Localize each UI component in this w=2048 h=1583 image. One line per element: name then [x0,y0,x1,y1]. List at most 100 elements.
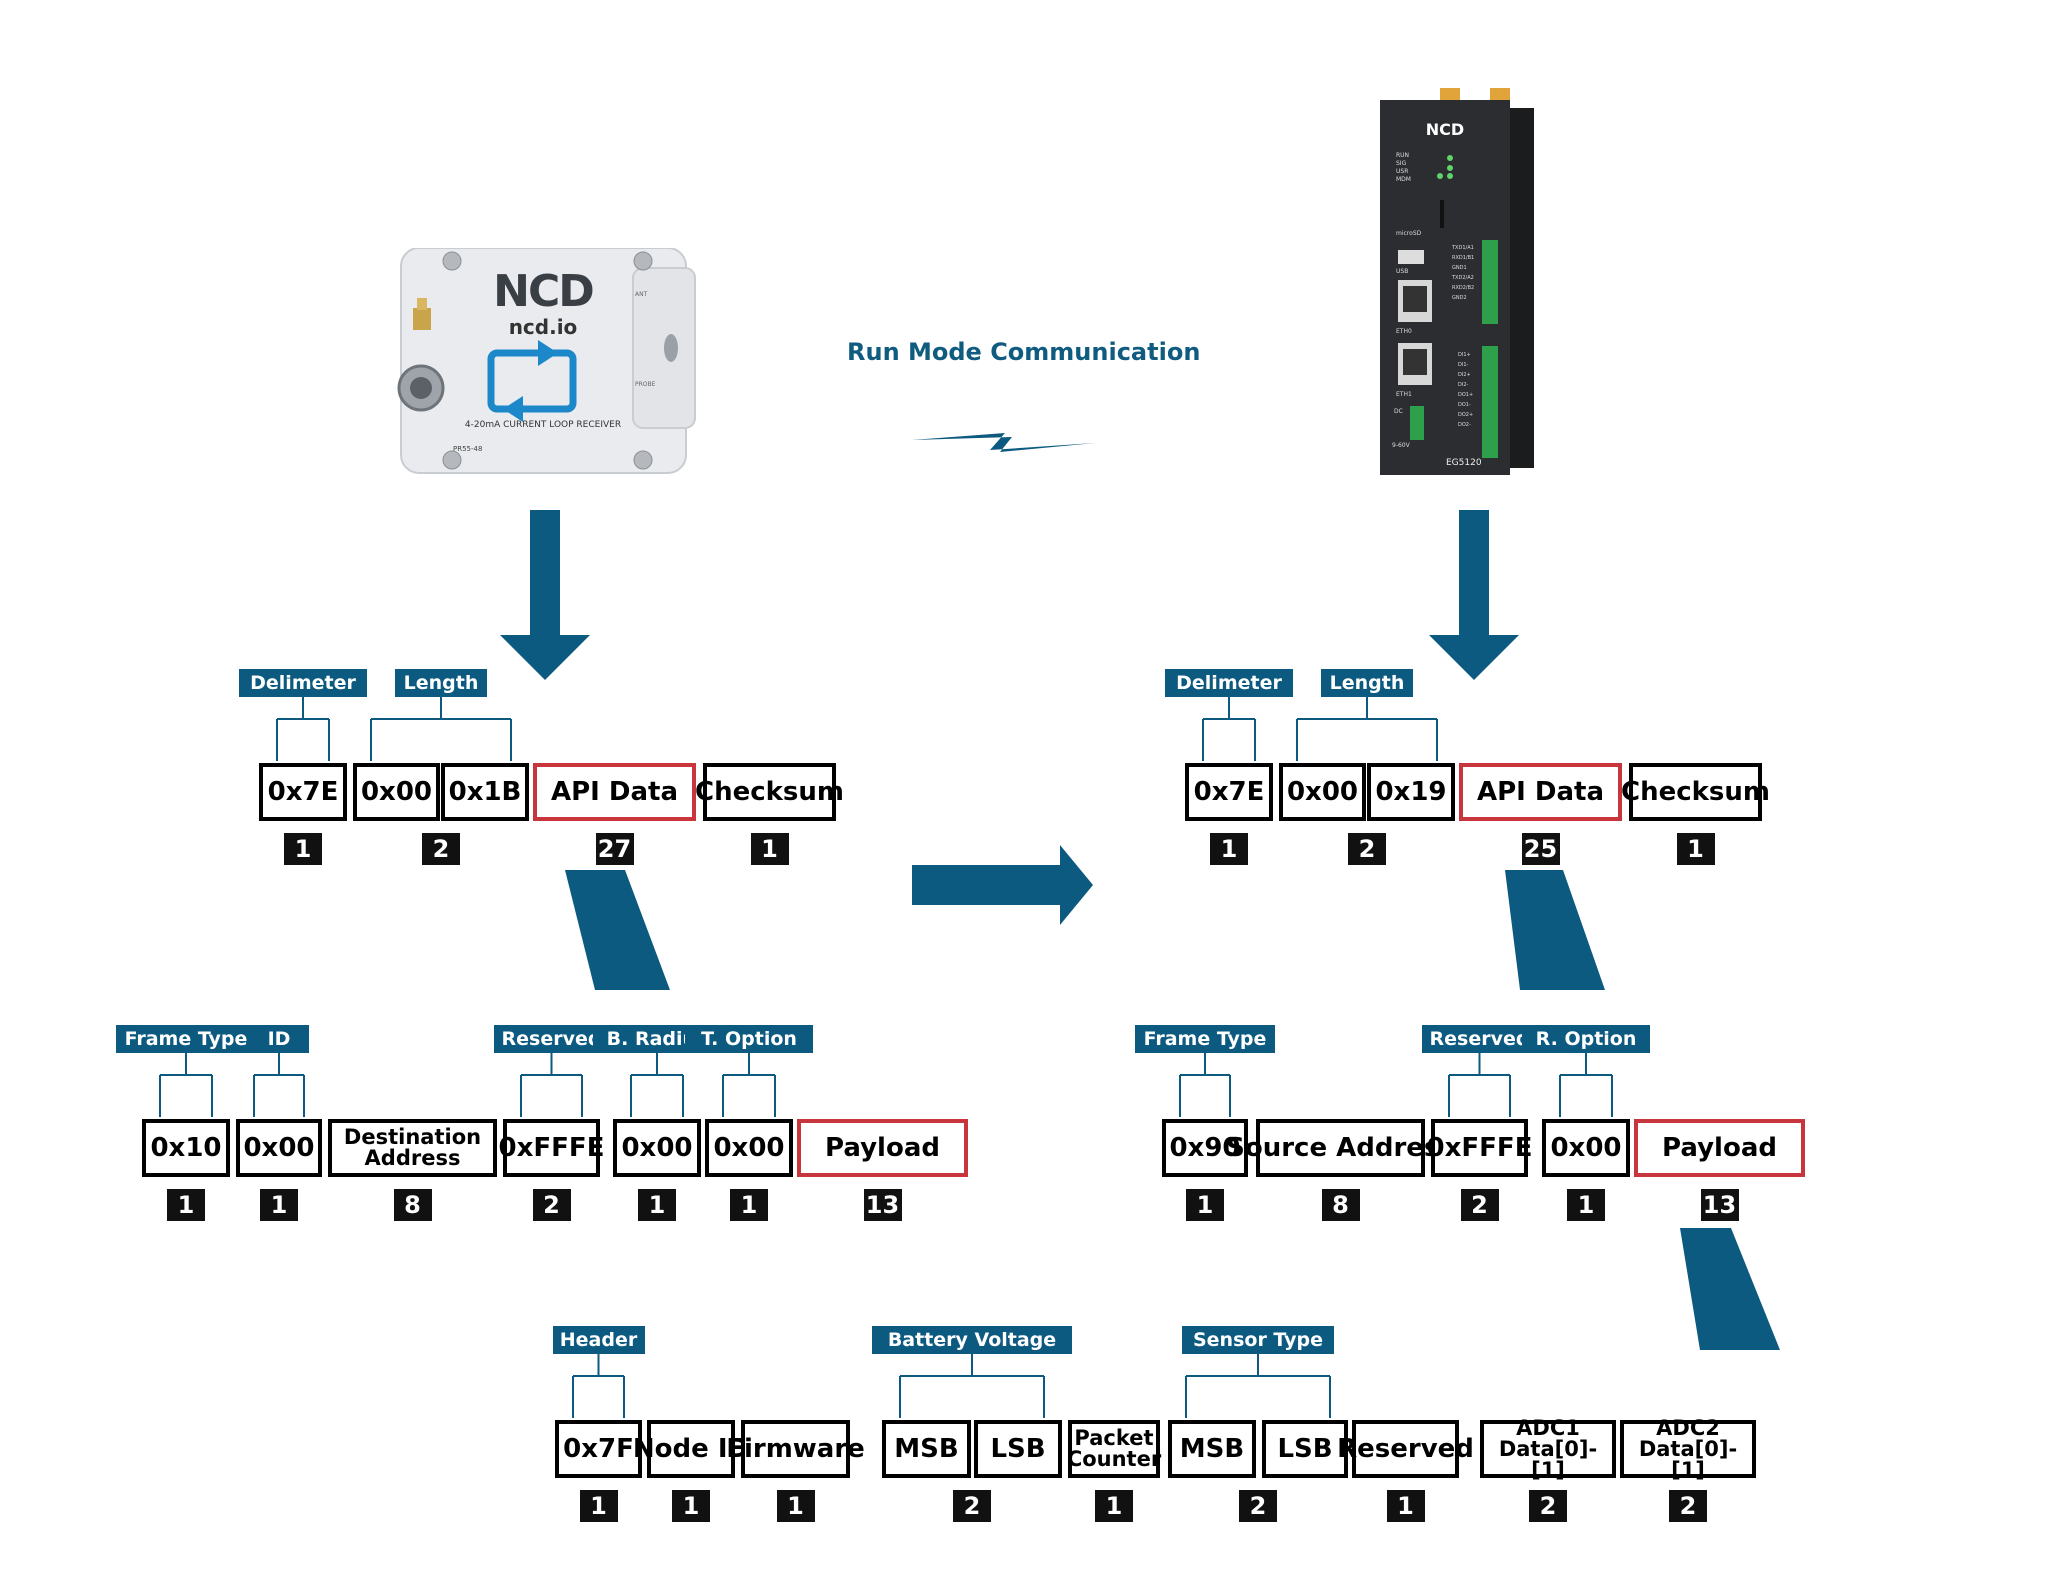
rx-frame-field-tag: Delimeter [1165,669,1293,697]
sensor-model-text: PR55-48 [453,445,482,453]
gateway-io-label: DO2+ [1458,412,1474,418]
gateway-led-label: MDM [1396,176,1411,183]
tx-api-field-box: Payload [797,1119,968,1177]
tx-api-byte-count-badge: 1 [730,1189,768,1221]
payload-byte-count-badge: 1 [776,1490,815,1522]
gateway-device: NCD RUN SIG USR MDM microSD USB ETH0 ETH… [1370,88,1540,488]
rx-frame-byte-count-badge: 1 [1210,833,1248,865]
down-arrow-tx-api [565,870,670,990]
rx-frame-byte-count-badge: 1 [1676,833,1715,865]
tx-frame-field-box: API Data [533,763,696,821]
rx-api-field-box: Source Address [1226,1119,1455,1177]
rx-frame-field-box: 0x00 [1279,763,1366,821]
rx-frame-byte-count-badge: 25 [1521,833,1560,865]
gateway-led-icons [1437,155,1453,179]
gateway-io-label: DI2+ [1458,372,1471,378]
rx-api-byte-count-badge: 8 [1321,1189,1360,1221]
payload-byte-count-badge: 1 [672,1490,710,1522]
payload-byte-count-badge: 2 [1239,1490,1277,1522]
rx-api-field-tag: R. Option [1522,1025,1650,1053]
tx-api-field-box: 0x00 [236,1119,322,1177]
sensor-brand-logo: NCD [493,266,595,317]
gateway-model: EG5120 [1446,458,1482,468]
right-arrow-forward [912,845,1093,925]
rx-api-field-box: Payload [1634,1119,1805,1177]
down-arrow-payload [1680,1228,1780,1350]
diagram-title: Run Mode Communication [847,338,1201,366]
gateway-serial-label: GND2 [1452,295,1467,301]
tx-api-byte-count-badge: 1 [638,1189,676,1221]
gateway-io-label: DI1+ [1458,352,1471,358]
gateway-serial-label: TXD1/A1 [1452,245,1474,251]
tx-api-field-box: 0x00 [705,1119,793,1177]
payload-byte-count-badge: 1 [1095,1490,1133,1522]
gateway-slot-microsd: microSD [1396,230,1422,237]
rx-api-field-tag: Reserved [1421,1025,1538,1053]
gateway-io-label: DI1- [1458,362,1469,368]
gateway-led-label: SIG [1396,160,1407,167]
payload-byte-count-badge: 2 [1529,1490,1567,1522]
rx-frame-field-box: 0x7E [1185,763,1273,821]
rx-frame-field-tag: Length [1321,669,1413,697]
tx-frame-field-box: 0x00 [353,763,440,821]
tx-api-byte-count-badge: 13 [863,1189,902,1221]
payload-byte-count-badge: 2 [953,1490,991,1522]
rx-api-byte-count-badge: 2 [1460,1189,1499,1221]
tx-api-field-tag: T. Option [685,1025,813,1053]
down-arrow-gateway [1429,510,1519,680]
gateway-io-label: DO1- [1458,402,1471,408]
tx-api-byte-count-badge: 8 [393,1189,432,1221]
tx-api-field-box: Destination Address [328,1119,497,1177]
gateway-slot-eth1: ETH1 [1396,391,1412,398]
sensor-port-ant: ANT [635,291,648,298]
sensor-label: 4-20mA CURRENT LOOP RECEIVER [464,420,622,430]
rx-frame-field-box: Checksum [1621,763,1770,821]
tx-frame-field-tag: Delimeter [239,669,367,697]
gateway-brand-logo: NCD [1425,120,1465,139]
rx-frame-field-box: 0x19 [1367,763,1455,821]
tx-frame-field-tag: Length [395,669,487,697]
gateway-device-drawing [1380,88,1534,475]
tx-frame-field-box: 0x7E [259,763,347,821]
payload-field-box: 0x7F [555,1420,642,1478]
payload-field-box: LSB [1262,1420,1348,1478]
tx-frame-field-box: 0x1B [441,763,529,821]
rx-api-field-box: 0x00 [1542,1119,1630,1177]
gateway-led-labels: RUN SIG USR MDM [1396,152,1411,184]
tx-api-field-tag: ID [249,1025,309,1053]
tx-api-field-box: 0x00 [613,1119,701,1177]
gateway-io-labels: DI1+ DI1- DI2+ DI2- DO1+ DO1- DO2+ DO2- [1458,350,1473,430]
payload-field-box: MSB [882,1420,971,1478]
rx-api-field-box: 0x90 [1162,1119,1248,1177]
gateway-io-label: DI2- [1458,382,1469,388]
payload-field-box: Reserved [1337,1420,1474,1478]
payload-field-box: MSB [1168,1420,1256,1478]
gateway-power-dc: DC [1394,408,1403,415]
tx-frame-byte-count-badge: 1 [284,833,322,865]
tx-api-field-box: 0xFFFE [499,1119,604,1177]
payload-field-box: LSB [974,1420,1062,1478]
gateway-io-label: DO1+ [1458,392,1474,398]
gateway-serial-label: TXD2/A2 [1452,275,1474,281]
tx-api-byte-count-badge: 1 [167,1189,205,1221]
tx-api-byte-count-badge: 2 [532,1189,571,1221]
gateway-slot-usb: USB [1396,268,1409,275]
payload-byte-count-badge: 2 [1669,1490,1707,1522]
tx-api-field-tag: Reserved [493,1025,610,1053]
down-arrow-rx-api [1505,870,1605,990]
tx-api-field-tag: Frame Type [116,1025,256,1053]
gateway-io-label: DO2- [1458,422,1471,428]
payload-field-box: ADC1 Data[0]-[1] [1480,1417,1616,1480]
rx-api-field-box: 0xFFFE [1427,1119,1532,1177]
tx-frame-byte-count-badge: 1 [750,833,789,865]
payload-byte-count-badge: 1 [579,1490,618,1522]
payload-field-tag: Sensor Type [1182,1326,1334,1354]
rx-api-byte-count-badge: 1 [1186,1189,1224,1221]
gateway-led-label: USR [1396,168,1409,175]
rx-frame-field-box: API Data [1459,763,1622,821]
gateway-serial-label: RXD1/B1 [1452,255,1475,261]
sensor-device-drawing: PR55-48 ANT PROBE [397,247,696,474]
tx-api-field-box: 0x10 [142,1119,230,1177]
